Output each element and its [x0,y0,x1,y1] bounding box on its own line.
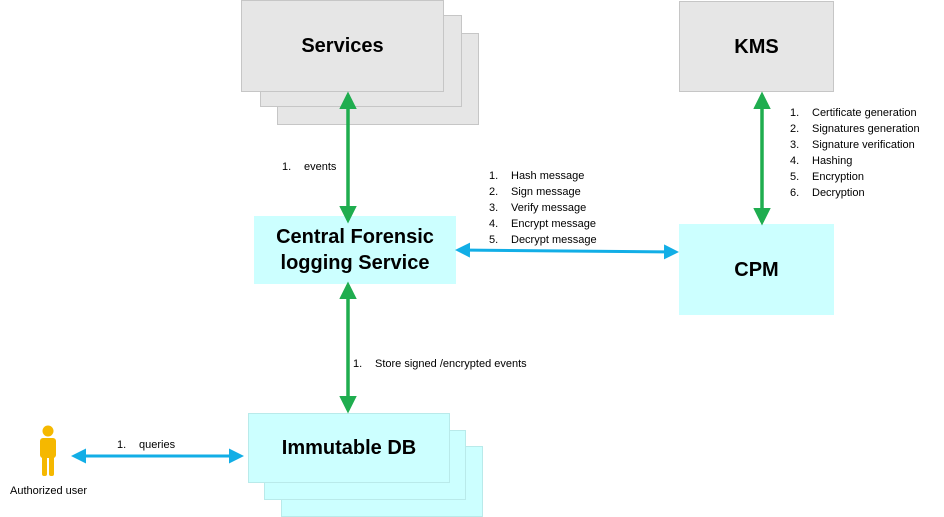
central-forensic-label: Central Forensic logging Service [276,226,434,274]
annotation-item-text: Sign message [511,186,581,198]
annotation-item-text: Signatures generation [812,123,920,135]
annotation-item-number: 4. [790,155,800,167]
annotation-item-number: 5. [489,234,499,246]
annotation-item-number: 3. [790,139,800,151]
annotation-item-text: queries [139,439,176,451]
immutable-db-label: Immutable DB [281,437,417,459]
annotation-item-number: 1. [489,170,499,182]
services-label: Services [301,35,384,57]
annotation-item-number: 6. [790,187,800,199]
annotation-item: 3. Verify message [489,200,597,216]
annotation-item-number: 4. [489,218,499,230]
cpm-label: CPM [734,258,779,281]
annotation-item-text: Verify message [511,202,587,214]
central-cpm-annotation: 1. Hash message 2. Sign message 3. Verify mes… [489,168,597,248]
annotation-item-number: 2. [790,123,800,135]
cpm-node: CPM [679,224,834,315]
immutable-db-node: Immutable DB [248,413,450,483]
annotation-item: 5. Decrypt message [489,232,597,248]
annotation-item-text: Certificate generation [812,107,917,119]
kms-label: KMS [734,35,779,58]
annotation-item: 1. queries [117,437,175,453]
annotation-item-text: Decryption [812,187,865,199]
kms-cpm-annotation: 1. Certificate generation 2. Signatures gen… [790,105,920,201]
annotation-item-number: 1. [282,161,292,173]
annotation-item: 4. Hashing [790,153,920,169]
central-cpm-arrow [455,242,679,260]
annotation-item: 1. Hash message [489,168,597,184]
annotation-item: 2. Signatures generation [790,121,920,137]
central-db-annotation: 1. Store signed /encrypted events [353,356,527,372]
annotation-item: 6. Decryption [790,185,920,201]
annotation-item: 4. Encrypt message [489,216,597,232]
annotation-item-number: 2. [489,186,499,198]
annotation-item-number: 1. [117,439,127,451]
services-central-annotation: 1. events [282,159,336,175]
annotation-item: 1. events [282,159,336,175]
annotation-item: 3. Signature verification [790,137,920,153]
annotation-item-number: 5. [790,171,800,183]
annotation-item-text: Signature verification [812,139,915,151]
authorized-user-label: Authorized user [10,485,88,497]
annotation-item-text: Encryption [812,171,864,183]
user-icon [40,425,56,476]
annotation-item-text: Hashing [812,155,853,167]
annotation-item-number: 1. [790,107,800,119]
annotation-item: 1. Certificate generation [790,105,920,121]
annotation-item: 1. Store signed /encrypted events [353,356,527,372]
user-db-annotation: 1. queries [117,437,175,453]
annotation-item: 2. Sign message [489,184,597,200]
annotation-item-text: Encrypt message [511,218,596,230]
annotation-item-text: Decrypt message [511,234,597,246]
annotation-item-number: 1. [353,358,363,370]
annotation-item: 5. Encryption [790,169,920,185]
annotation-item-text: Hash message [511,170,585,182]
central-forensic-node: Central Forensic logging Service [254,216,456,284]
annotation-item-text: Store signed /encrypted events [375,358,527,370]
kms-node: KMS [679,1,834,92]
annotation-item-number: 3. [489,202,499,214]
annotation-item-text: events [304,161,337,173]
